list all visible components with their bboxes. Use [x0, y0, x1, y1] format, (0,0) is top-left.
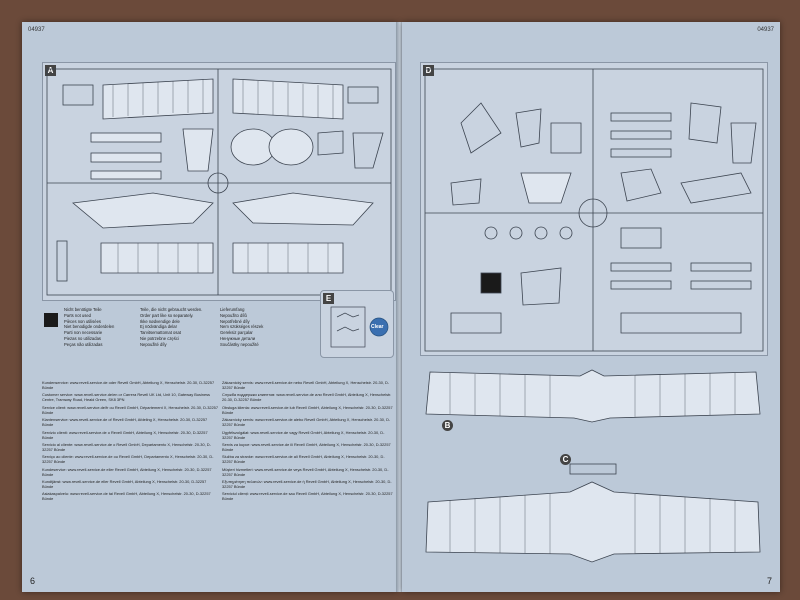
legend-entry: Parts not used	[64, 312, 92, 318]
sprue-e-drawing	[330, 306, 389, 348]
booklet-gutter	[396, 22, 404, 592]
legend-entry: Piezas no utilizadas	[64, 335, 102, 341]
sprue-a-label: A	[45, 65, 56, 76]
legend-entry: Nem szükséges részek	[220, 324, 264, 330]
service-entry: Obsługa klienta: www.revell-service.de l…	[222, 404, 393, 415]
service-entry: Kundenservice: www.revell-service.de ode…	[42, 380, 215, 391]
sprue-a-panel: A	[42, 62, 396, 301]
legend-entry: Nepotřebné díly	[220, 318, 250, 324]
legend-entry: Nicht benötigte Teile	[64, 307, 102, 312]
right-page: 04937 D	[402, 22, 780, 592]
left-page: 04937 A	[22, 22, 398, 592]
legend-entry: Součástky nepoužité	[220, 341, 259, 347]
legend-entry: Nie potrzebne części	[140, 335, 179, 341]
legend-col2: Teile, die nicht gebraucht werden. Order…	[140, 307, 202, 348]
service-entry: Serviciul clienți: www.revell-service.de…	[222, 491, 393, 502]
service-entry: Customer service: www.revell-service.de/…	[42, 392, 211, 403]
service-entry: Servis za kupce: www.revell-service.de i…	[222, 441, 391, 452]
legend-entry: Teile, die nicht gebraucht werden.	[140, 307, 203, 312]
legend-entry: Lieferumfang	[220, 307, 245, 312]
sprue-b-label: B	[442, 420, 453, 431]
service-entry: Εξυπηρέτηση πελατών: www.revell-service.…	[222, 479, 392, 490]
legend-entry: Ikke nødvendige dele	[140, 318, 180, 324]
legend-entry: Tarvitsemattomat osat	[140, 330, 181, 336]
service-entry: Service client: www.revell-service.de/fr…	[42, 404, 218, 415]
sprue-b-panel: B	[420, 362, 766, 444]
legend-entry: Ненужные детали	[220, 335, 256, 341]
service-column-1: Kundenservice: www.revell-service.de ode…	[42, 380, 218, 580]
service-entry: Klantenservice: www.revell-service.de of…	[42, 417, 208, 428]
unused-parts-swatch	[44, 313, 58, 327]
instruction-booklet: 04937 A	[8, 8, 792, 596]
legend-entry: Nepoužité díly	[140, 341, 167, 347]
service-entry: Zákaznický servis: www.revell-service.de…	[222, 380, 390, 391]
wing-b-drawing	[425, 369, 761, 423]
legend-entry: Peças não utilizadas	[64, 341, 103, 347]
legend-entry: Ej nödvändiga delar	[140, 324, 178, 330]
service-entry: Serviço ao cliente: www.revell-service.d…	[42, 454, 214, 465]
service-entry: Služba za stranke: www.revell-service.de…	[222, 454, 385, 465]
service-entry: Asiakaspalvelu: www.revell-service.de ta…	[42, 491, 211, 502]
kit-number: 04937	[28, 27, 45, 33]
service-entry: Служба поддержки клиентов: www.revell-se…	[222, 392, 392, 403]
legend-entry: Nepoužito dílů	[220, 312, 247, 318]
legend-col3: Lieferumfang Nepoužito dílů Nepotřebné d…	[220, 307, 263, 348]
sprue-d-label: D	[423, 65, 434, 76]
legend-entry: Niet benodigde onderdelen	[64, 324, 115, 330]
legend-entry: Order part like so separately.	[140, 312, 194, 318]
clear-badge: Clear	[371, 324, 384, 330]
service-column-2: Zákaznický servis: www.revell-service.de…	[222, 380, 394, 580]
wing-c-drawing	[425, 463, 761, 563]
legend-entry: Parti non necessarie	[64, 330, 103, 336]
sprue-c-label: C	[560, 454, 571, 465]
page-number: 7	[766, 576, 772, 586]
legend-entry: Gereksiz parçalar	[220, 330, 253, 336]
legend-col1: Nicht benötigte Teile Parts not used Piè…	[64, 307, 114, 348]
sprue-d-drawing	[424, 68, 764, 352]
page-number: 6	[30, 576, 36, 586]
service-entry: Kundeservice: www.revell-service.de elle…	[42, 466, 212, 477]
service-entry: Müşteri hizmetleri: www.revell-service.d…	[222, 466, 389, 477]
service-entry: Servicio al cliente: www.revell-service.…	[42, 441, 211, 452]
service-entry: Kundtjänst: www.revell-service.de eller …	[42, 479, 207, 490]
sprue-a-drawing	[46, 68, 392, 296]
sprue-e-label: E	[323, 293, 334, 304]
sprue-c-panel: C	[420, 452, 766, 576]
service-entry: Zákaznícky servis: www.revell-service.de…	[222, 417, 391, 428]
sprue-e-panel: E Clear	[320, 290, 394, 358]
service-entry: Servizio clienti: www.revell-service.de …	[42, 429, 208, 440]
kit-number: 04937	[757, 27, 774, 33]
legend-entry: Pièces non utilisées	[64, 318, 102, 324]
sprue-d-panel: D	[420, 62, 768, 356]
service-entry: Ügyfélszolgálat: www.revell-service.de v…	[222, 429, 385, 440]
